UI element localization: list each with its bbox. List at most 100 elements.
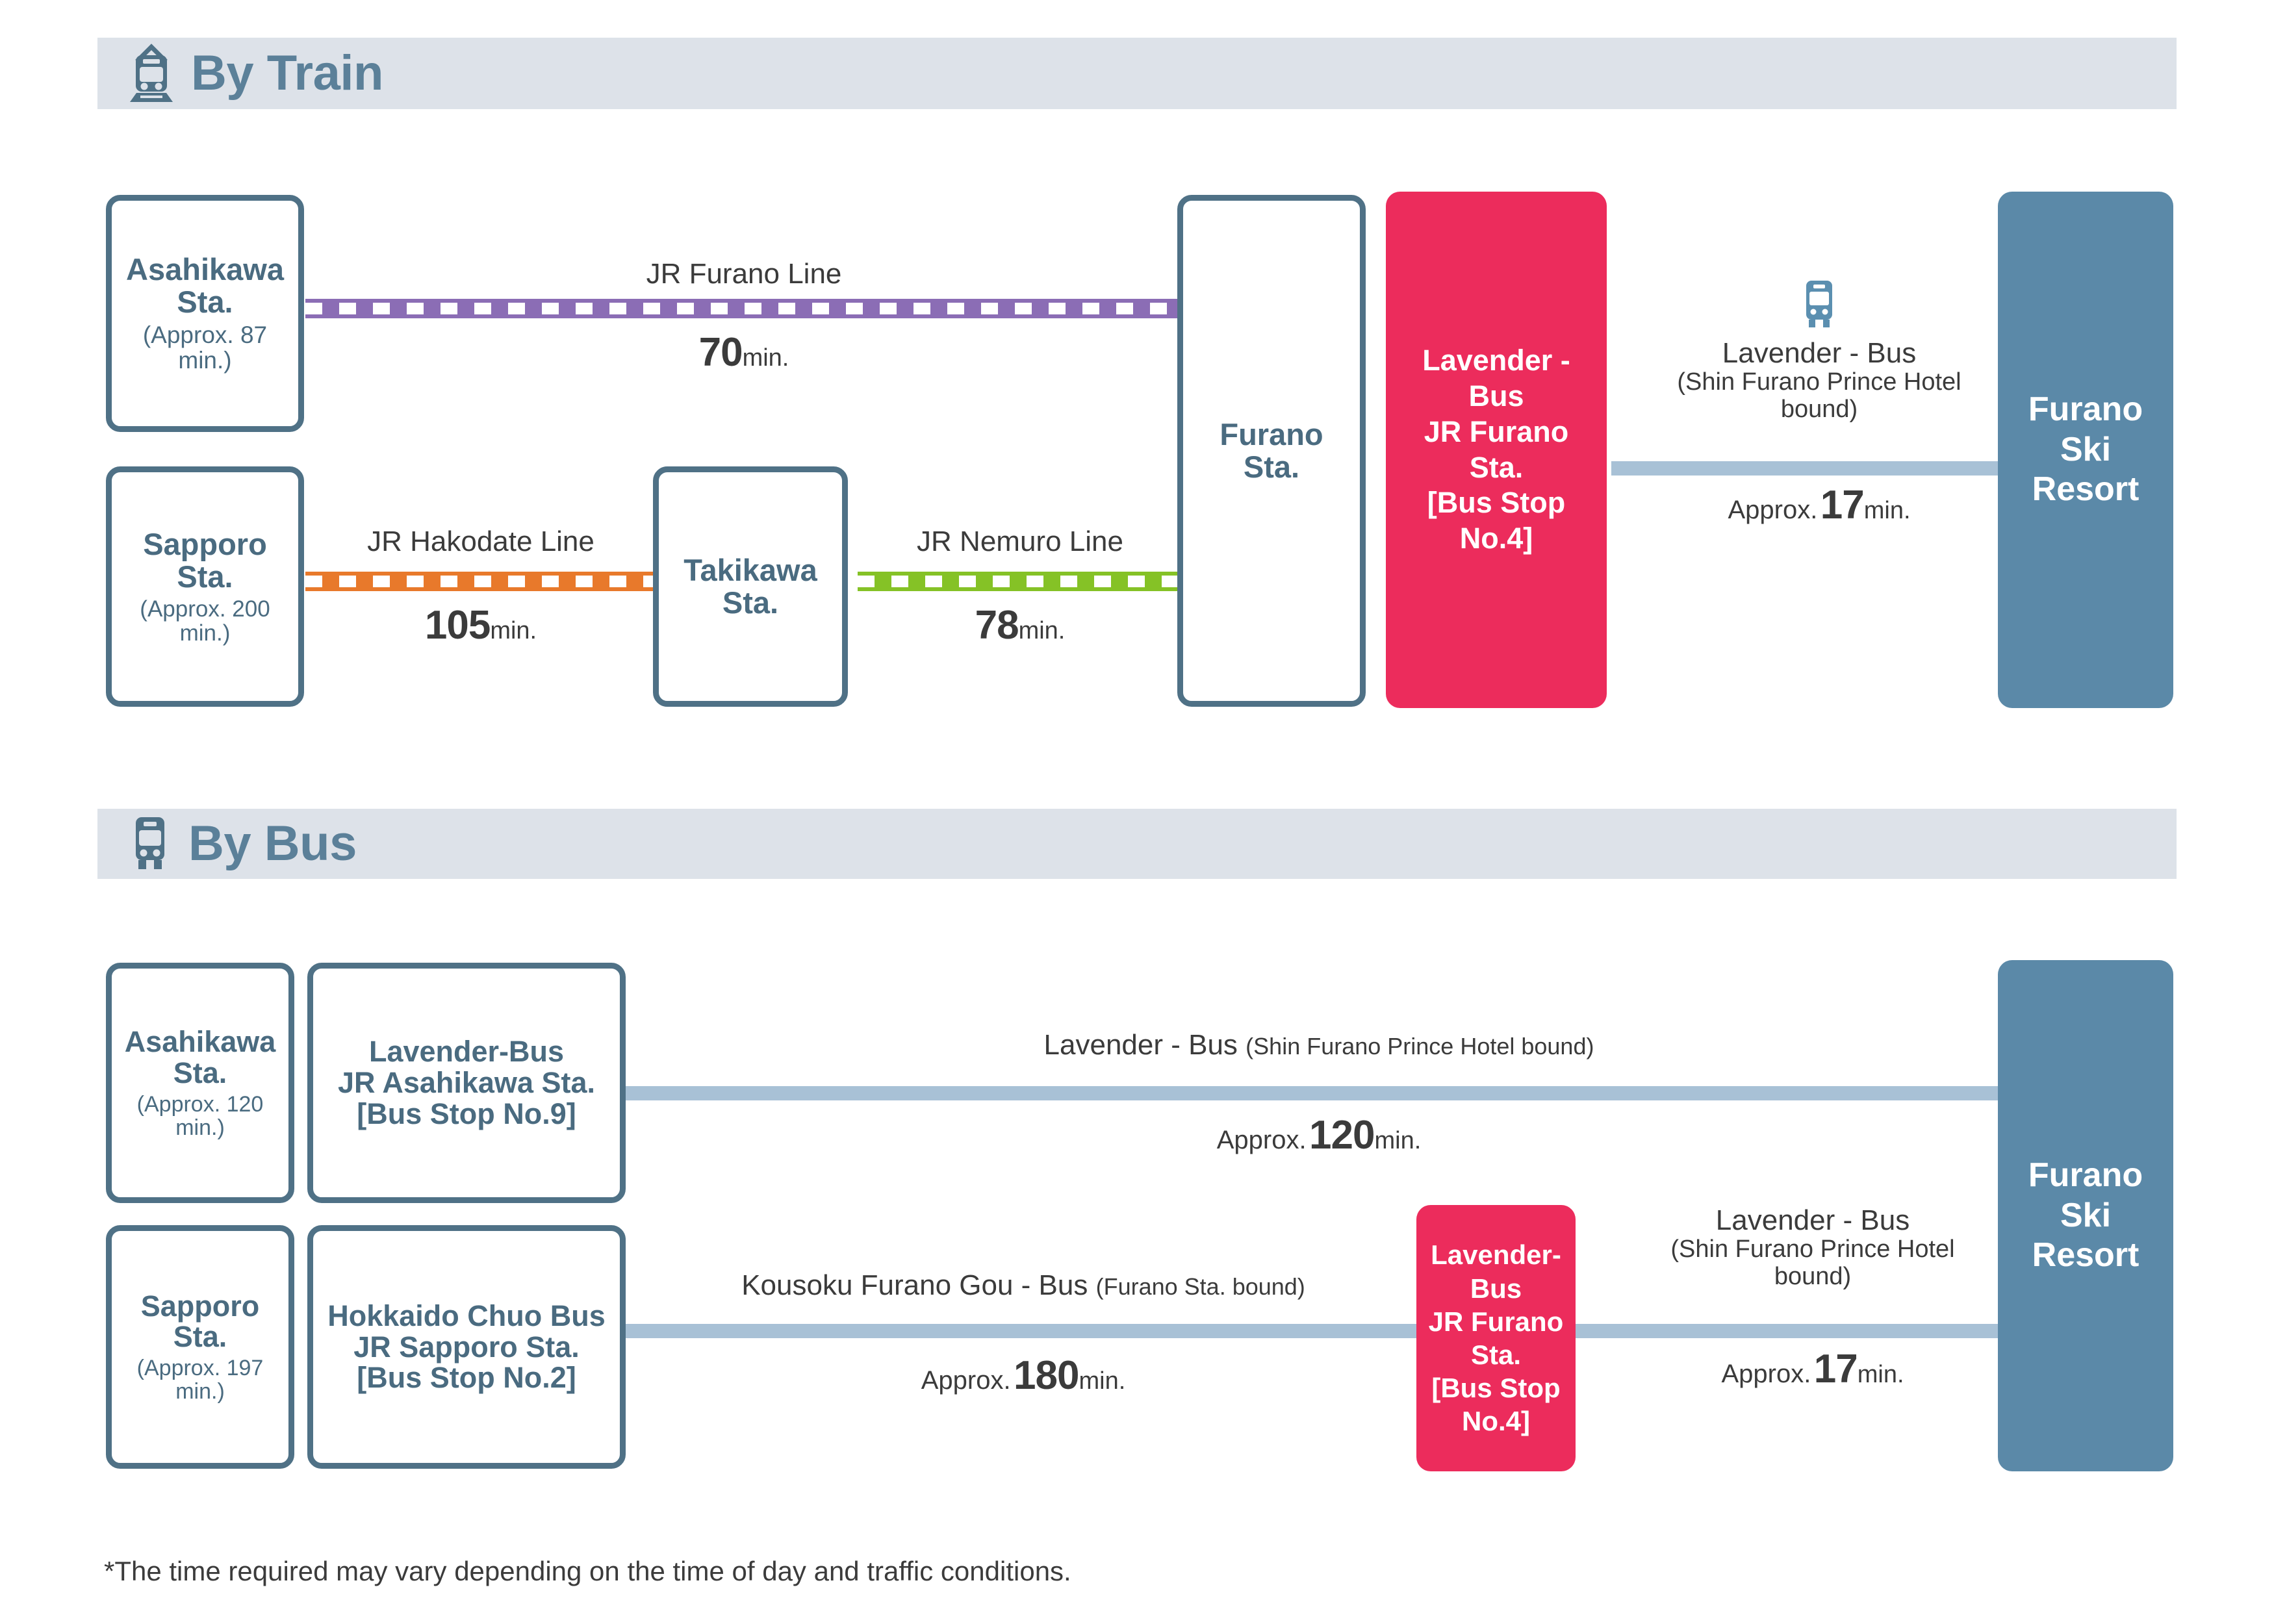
segment-caption-jr-hakodate-line: JR Hakodate Line: [286, 526, 676, 557]
bus-leg-approx: Approx.: [1728, 496, 1818, 524]
leg-name-paren: (Shin Furano Prince Hotel bound): [1246, 1033, 1594, 1059]
transfer-line4: No.4]: [1462, 1406, 1530, 1437]
transfer-line2: JR Furano Sta.: [1428, 1306, 1564, 1370]
stop-line1: Lavender - Bus: [1422, 343, 1570, 412]
segment-minutes: 70: [698, 330, 743, 375]
destination-box-furano-ski-resort-train[interactable]: Furano Ski Resort: [1998, 192, 2173, 708]
bus-leg-time-train: Approx. 17min.: [1618, 483, 2021, 527]
leg-minutes: 180: [1014, 1353, 1079, 1398]
bus-line-train-section: [1611, 461, 2027, 476]
leg-unit: min.: [1374, 1127, 1422, 1154]
final-leg-sub-line1: (Shin Furano Prince Hotel: [1670, 1236, 1955, 1263]
segment-time-jr-nemuro-line: 78min.: [838, 603, 1202, 648]
bus-icon: [1802, 279, 1837, 338]
segment-unit: min.: [742, 344, 789, 372]
leg-name: Lavender - Bus: [1043, 1029, 1238, 1061]
final-leg-name: Lavender - Bus: [1715, 1204, 1910, 1236]
leg-approx: Approx.: [921, 1366, 1011, 1395]
destination-box-furano-ski-resort-bus[interactable]: Furano Ski Resort: [1998, 960, 2173, 1471]
station-name-line1: Takikawa Sta.: [683, 553, 817, 620]
segment-caption-jr-furano-line: JR Furano Line: [500, 259, 988, 290]
bus-line-furano-to-resort: [1572, 1324, 2027, 1338]
station-subtext: (Approx. 200 min.): [140, 596, 270, 646]
segment-caption-jr-nemuro-line: JR Nemuro Line: [838, 526, 1202, 557]
bus-icon-wrapper-train: [1783, 279, 1855, 338]
transfer-line1: Lavender-Bus: [1431, 1239, 1561, 1304]
station-name-line1: Sapporo Sta.: [140, 1289, 260, 1354]
station-box-takikawa[interactable]: Takikawa Sta.: [653, 466, 848, 707]
rail-jr-hakodate-line: [305, 572, 656, 591]
destination-line2: Ski: [2060, 1196, 2112, 1234]
bus-line-sapporo-route: [624, 1324, 1416, 1338]
final-leg-sub-line2: bound): [1774, 1263, 1852, 1291]
bus-leg-unit: min.: [1863, 497, 1911, 524]
segment-line-name: Lavender - Bus (Shin Furano Prince Hotel…: [650, 1030, 1988, 1061]
station-subtext: (Approx. 197 min.): [136, 1356, 264, 1404]
station-subtext: (Approx. 120 min.): [136, 1091, 264, 1140]
bus-leg-sub-line2: bound): [1780, 396, 1858, 424]
final-leg-time-bus: Approx. 17min.: [1611, 1347, 2014, 1391]
segment-line-name: JR Nemuro Line: [917, 526, 1123, 557]
rail-jr-nemuro-line: [858, 572, 1182, 591]
section-title-train: By Train: [191, 45, 383, 101]
bus-stop-box-jr-asahikawa[interactable]: Lavender-Bus JR Asahikawa Sta. [Bus Stop…: [307, 963, 626, 1203]
stop-line1: Lavender-Bus: [368, 1035, 565, 1069]
bus-leg-minutes: 17: [1820, 483, 1865, 527]
station-name-line1: Sapporo Sta.: [143, 527, 267, 594]
bus-stop-box-lavender-furano-bus[interactable]: Lavender-Bus JR Furano Sta. [Bus Stop No…: [1416, 1205, 1576, 1471]
segment-caption-kousoku-furano-gou: Kousoku Furano Gou - Bus (Furano Sta. bo…: [650, 1270, 1397, 1301]
destination-line1: Furano: [2028, 390, 2143, 429]
segment-line-name: Kousoku Furano Gou - Bus (Furano Sta. bo…: [650, 1270, 1397, 1301]
station-box-sapporo-bus[interactable]: Sapporo Sta. (Approx. 197 min.): [106, 1225, 294, 1469]
station-box-asahikawa-bus[interactable]: Asahikawa Sta. (Approx. 120 min.): [106, 963, 294, 1203]
stop-line3: [Bus Stop: [1427, 486, 1566, 520]
station-name-line2: Sta.: [177, 285, 233, 320]
section-header-bus: By Bus: [97, 809, 2177, 879]
destination-line3: Resort: [2032, 470, 2140, 509]
stop-line3: [Bus Stop No.2]: [357, 1361, 576, 1395]
segment-line-name: JR Hakodate Line: [367, 526, 594, 557]
station-name-line2: Sta.: [173, 1056, 227, 1089]
segment-time-jr-hakodate-line: 105min.: [286, 603, 676, 648]
segment-time-lavender-bus-asahikawa: Approx. 120min.: [650, 1113, 1988, 1158]
leg-approx: Approx.: [1216, 1126, 1307, 1154]
segment-caption-lavender-bus-asahikawa: Lavender - Bus (Shin Furano Prince Hotel…: [650, 1030, 1988, 1061]
stop-line3: [Bus Stop No.9]: [357, 1097, 576, 1130]
bus-stop-box-lavender-furano-train[interactable]: Lavender - Bus JR Furano Sta. [Bus Stop …: [1386, 192, 1607, 708]
destination-line1: Furano: [2028, 1156, 2143, 1195]
leg-minutes: 120: [1309, 1113, 1375, 1158]
destination-line2: Ski: [2060, 430, 2112, 468]
stop-line2: JR Asahikawa Sta.: [337, 1066, 595, 1100]
bus-stop-box-jr-sapporo[interactable]: Hokkaido Chuo Bus JR Sapporo Sta. [Bus S…: [307, 1225, 626, 1469]
station-name-line1: Asahikawa: [126, 252, 284, 287]
section-header-train: By Train: [97, 38, 2177, 109]
station-name-line1: Furano Sta.: [1220, 417, 1323, 484]
stop-line1: Hokkaido Chuo Bus: [327, 1299, 606, 1332]
final-leg-minutes: 17: [1813, 1347, 1858, 1391]
destination-line3: Resort: [2032, 1236, 2140, 1275]
bus-leg-sub-line1: (Shin Furano Prince Hotel: [1677, 368, 1961, 396]
bus-leg-name: Lavender - Bus: [1722, 337, 1917, 369]
transfer-line3: [Bus Stop: [1431, 1373, 1561, 1404]
leg-unit: min.: [1079, 1367, 1126, 1395]
station-name-line1: Asahikawa: [124, 1025, 276, 1059]
segment-unit: min.: [1018, 617, 1066, 644]
section-title-bus: By Bus: [188, 816, 357, 871]
bus-icon: [129, 815, 172, 874]
segment-time-jr-furano-line: 70min.: [500, 331, 988, 375]
leg-name: Kousoku Furano Gou - Bus: [741, 1269, 1088, 1301]
footnote: *The time required may vary depending on…: [104, 1556, 1071, 1586]
stop-line2: JR Furano Sta.: [1424, 414, 1569, 484]
segment-line-name: JR Furano Line: [646, 258, 842, 290]
station-box-sapporo[interactable]: Sapporo Sta. (Approx. 200 min.): [106, 466, 304, 707]
segment-time-kousoku-furano-gou: Approx. 180min.: [650, 1354, 1397, 1398]
segment-minutes: 105: [424, 603, 491, 648]
bus-line-asahikawa-route: [624, 1086, 2014, 1100]
leg-name-paren: (Furano Sta. bound): [1095, 1273, 1305, 1300]
bus-leg-caption-train: Lavender - Bus (Shin Furano Prince Hotel…: [1618, 337, 2021, 424]
train-icon: [129, 42, 174, 105]
station-box-asahikawa[interactable]: Asahikawa Sta. (Approx. 87 min.): [106, 195, 304, 432]
station-box-furano[interactable]: Furano Sta.: [1177, 195, 1366, 707]
segment-minutes: 78: [975, 603, 1019, 648]
rail-jr-furano-line: [305, 299, 1182, 318]
